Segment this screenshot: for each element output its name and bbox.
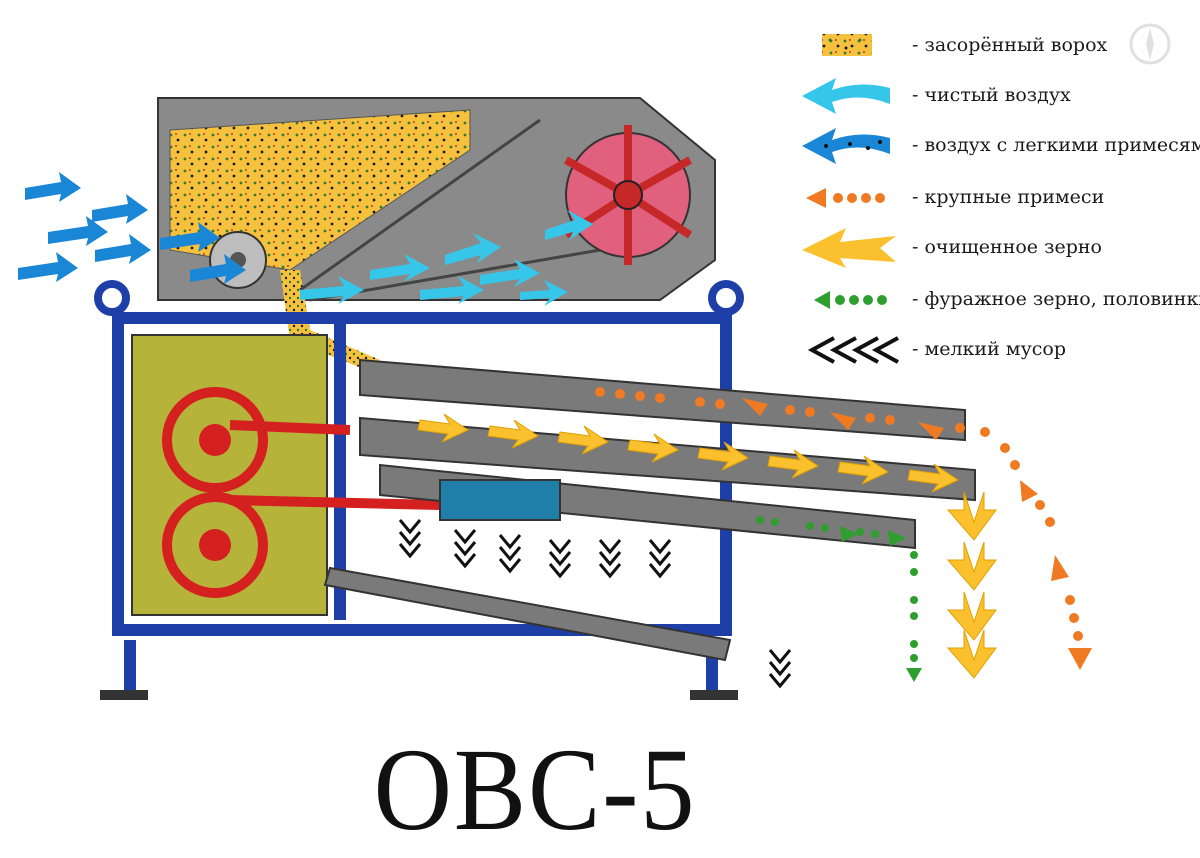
yellow-chevron-arrow-icon bbox=[802, 228, 896, 268]
legend-label-fodder: - фуражное зерно, половинки bbox=[912, 288, 1200, 310]
orange-dotted-arrow-icon bbox=[806, 188, 885, 208]
legend-label-clean-air: - чистый воздух bbox=[912, 84, 1071, 106]
legend-item-clean-air: - чистый воздух bbox=[800, 76, 1200, 116]
legend-label-grain: - очищенное зерно bbox=[912, 236, 1102, 258]
large-impurities-flow bbox=[595, 387, 1092, 670]
green-dotted-arrow-icon bbox=[814, 291, 887, 309]
fodder-grain-flow bbox=[756, 516, 922, 682]
dusty-air-flow bbox=[18, 172, 246, 284]
sprocket-icon bbox=[209, 231, 267, 289]
sieve-drive bbox=[439, 479, 561, 521]
drive-panel bbox=[131, 334, 441, 616]
legend-item-debris: - мелкий мусор bbox=[800, 330, 1200, 370]
legend-label-heap: - засорённый ворох bbox=[912, 34, 1108, 56]
legend-item-dusty-air: - воздух с легкими примесями bbox=[800, 126, 1200, 166]
dotted-yellow-block-icon bbox=[822, 34, 872, 56]
legend-label-large: - крупные примеси bbox=[912, 186, 1105, 208]
fan-rotor bbox=[563, 125, 693, 265]
legend-item-fodder: - фуражное зерно, половинки bbox=[800, 280, 1200, 320]
legend-item-heap: - засорённый ворох bbox=[800, 26, 1200, 66]
legend-label-dusty-air: - воздух с легкими примесями bbox=[912, 134, 1200, 156]
light-blue-arrow-icon bbox=[802, 78, 890, 114]
legend-label-debris: - мелкий мусор bbox=[912, 338, 1066, 360]
legend-item-large: - крупные примеси bbox=[800, 178, 1200, 218]
dotted-blue-arrow-icon bbox=[802, 128, 890, 164]
cleaned-grain-flow bbox=[417, 413, 997, 679]
fine-debris-flow bbox=[398, 519, 792, 689]
watermark-logo-icon bbox=[1129, 23, 1171, 65]
sieve-stack bbox=[323, 358, 976, 662]
legend-item-grain: - очищенное зерно bbox=[800, 228, 1200, 268]
black-chevrons-icon bbox=[807, 336, 899, 364]
clean-air-flow bbox=[300, 210, 593, 306]
model-title: ОВС-5 bbox=[373, 724, 697, 855]
